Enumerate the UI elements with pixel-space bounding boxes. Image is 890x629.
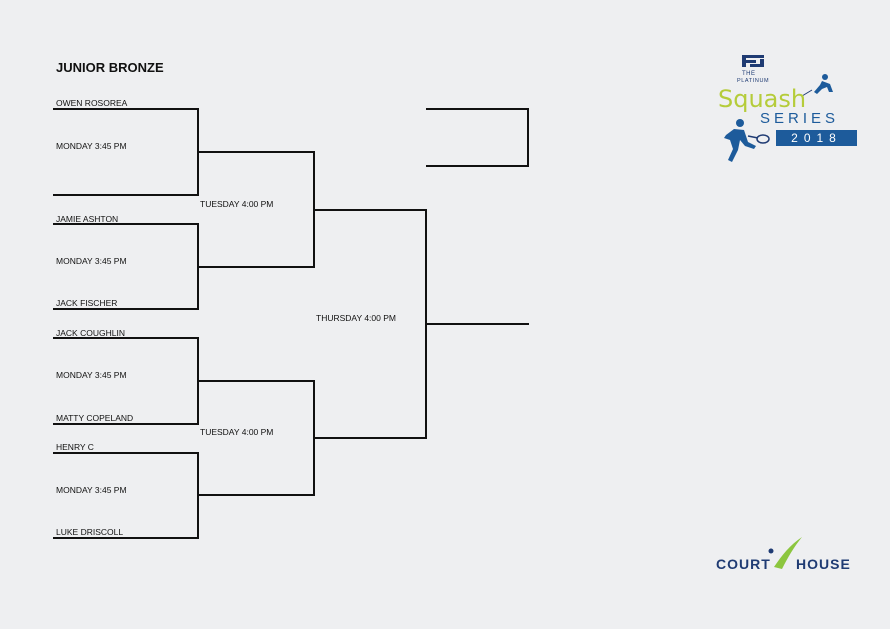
r1-match3-line <box>53 337 199 425</box>
r1-m2-player-b: JACK FISCHER <box>56 298 118 308</box>
r2-match2-line <box>198 380 315 496</box>
r1-m2-player-a: JAMIE ASHTON <box>56 214 119 224</box>
bracket-title: JUNIOR BRONZE <box>56 60 164 75</box>
platinum-monogram-icon <box>742 55 764 67</box>
r2-m1-time: TUESDAY 4:00 PM <box>200 199 274 209</box>
racquet-bottom-icon <box>747 134 770 144</box>
r1-m4-player-a: HENRY C <box>56 442 94 452</box>
sponsor-brand-line2: PLATINUM <box>737 78 770 84</box>
r2-match1-line <box>198 151 315 268</box>
venue-part2: HOUSE <box>796 556 851 572</box>
r1-m4-player-b: LUKE DRISCOLL <box>56 527 124 537</box>
venue-part1: COURT <box>716 556 771 572</box>
squash-series-logo <box>724 55 833 162</box>
sponsor-event-word1: Squash <box>718 85 807 113</box>
final-line <box>314 209 427 439</box>
r1-m4-time: MONDAY 3:45 PM <box>56 485 127 495</box>
r1-m3-player-a: JACK COUGHLIN <box>56 328 125 338</box>
courthouse-swoosh-icon <box>768 537 802 569</box>
r1-m3-time: MONDAY 3:45 PM <box>56 370 127 380</box>
r1-match2-line <box>53 223 199 310</box>
player-top-icon <box>814 74 833 94</box>
sponsor-event-word2: SERIES <box>760 110 840 127</box>
sponsor-brand-line1: THE <box>742 71 756 77</box>
r1-m1-time: MONDAY 3:45 PM <box>56 141 127 151</box>
r1-match4-line <box>53 452 199 539</box>
final-time: THURSDAY 4:00 PM <box>316 313 396 323</box>
sponsor-year: 2018 <box>776 130 857 146</box>
r1-m3-player-b: MATTY COPELAND <box>56 413 134 423</box>
courthouse-logo <box>768 537 802 569</box>
r2-m2-time: TUESDAY 4:00 PM <box>200 427 274 437</box>
side-bracket-line <box>426 108 529 167</box>
r1-m2-time: MONDAY 3:45 PM <box>56 256 127 266</box>
r1-match1-line <box>53 108 199 196</box>
racquet-top-icon <box>801 89 813 97</box>
player-bottom-icon <box>724 119 756 162</box>
r1-m1-player-a: OWEN ROSOREA <box>56 98 128 108</box>
